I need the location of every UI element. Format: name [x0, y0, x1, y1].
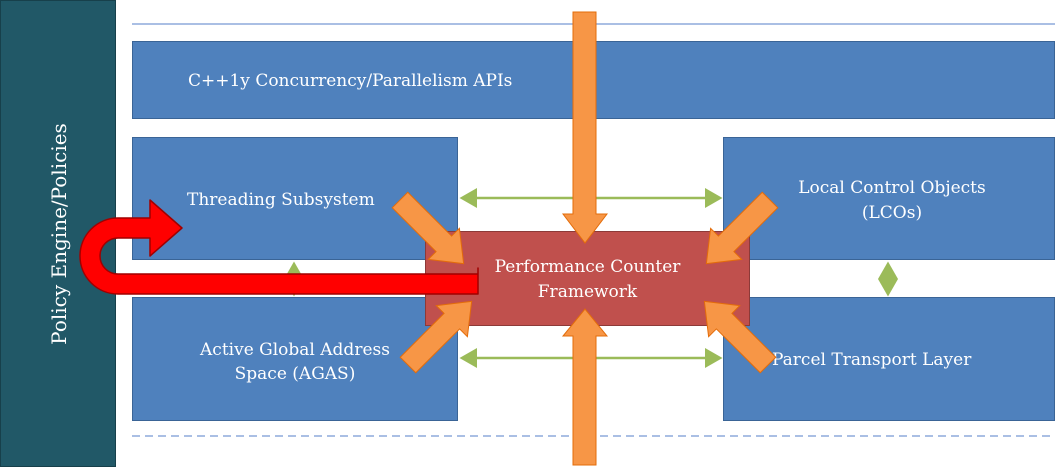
apis-label: C++1y Concurrency/Parallelism APIs: [188, 71, 513, 91]
lco-label-line2: (LCOs): [861, 203, 923, 223]
parcel-to-pcf-arrow: [703, 300, 777, 374]
threading-to-pcf-arrow: [391, 191, 465, 265]
agas-label-line2: Space (AGAS): [234, 364, 356, 384]
lco-label-line1: Local Control Objects: [798, 178, 986, 198]
performance-counter-label-line1: Performance Counter: [494, 257, 681, 277]
bottom-up-arrow: [561, 308, 609, 466]
feedback-arrow: [79, 199, 479, 295]
lco-box: Local Control Objects (LCOs): [723, 137, 1055, 260]
performance-counter-box: Performance Counter Framework: [425, 231, 750, 326]
parcel-transport-box: Parcel Transport Layer: [723, 297, 1055, 421]
agas-to-pcf-arrow: [399, 300, 473, 374]
parcel-transport-label: Parcel Transport Layer: [772, 350, 972, 370]
agas-label-line1: Active Global Address: [200, 340, 390, 360]
lco-to-pcf-arrow: [705, 191, 779, 265]
performance-counter-label-line2: Framework: [537, 282, 638, 302]
top-down-arrow: [561, 11, 609, 244]
threading-subsystem-label: Threading Subsystem: [187, 190, 375, 210]
threading-subsystem-box: Threading Subsystem: [132, 137, 458, 260]
